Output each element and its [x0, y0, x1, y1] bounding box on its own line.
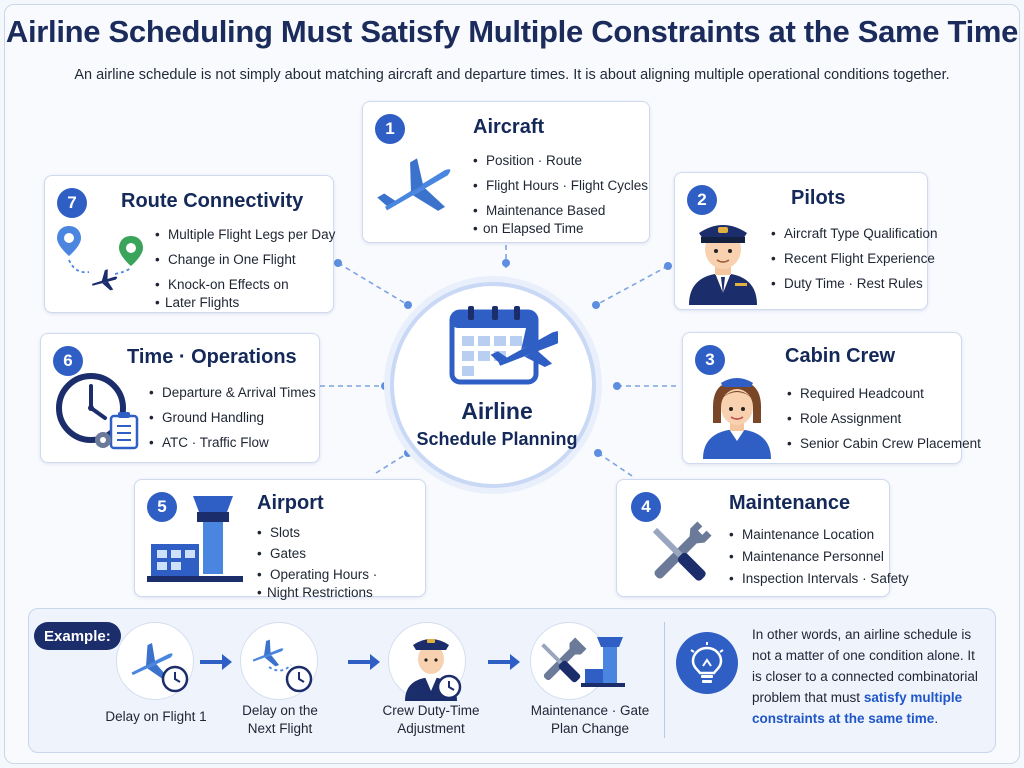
divider: [664, 622, 665, 738]
list-item: Senior Cabin Crew Placement: [787, 435, 981, 453]
step-label-3: Crew Duty-Time Adjustment: [382, 703, 480, 736]
arrow-right-icon: [200, 654, 232, 670]
list-item: Flight Hours · Flight Cycles: [473, 177, 648, 195]
step-delay-next-flight: [240, 622, 318, 700]
example-panel: [28, 608, 996, 753]
step-maintenance-gate-change: [530, 622, 625, 700]
airplane-route-clock-icon: [252, 639, 313, 693]
wrench-screwdriver-icon: [652, 521, 712, 581]
card-cabin-title: Cabin Crew: [785, 345, 896, 367]
center-title-line1: Airline: [461, 398, 533, 424]
card-route-title: Route Connectivity: [121, 190, 304, 212]
list-item-continuation: Night Restrictions: [257, 584, 377, 602]
list-item: Required Headcount: [787, 385, 981, 403]
step-label-1: Delay on Flight 1: [105, 709, 207, 724]
card-airport-list: Slots Gates Operating Hours · Night Rest…: [257, 524, 377, 609]
list-item: Role Assignment: [787, 410, 981, 428]
list-item-continuation: Later Flights: [155, 294, 335, 312]
list-item: Gates: [257, 545, 377, 563]
clock-checklist-icon: [56, 373, 139, 450]
card-maintenance: 4 Maintenance Maintenance Location Maint…: [616, 479, 909, 597]
list-item: Recent Flight Experience: [771, 250, 938, 268]
badge-3: 3: [695, 345, 725, 375]
list-item: Departure & Arrival Times: [149, 384, 316, 402]
badge-6: 6: [53, 346, 83, 376]
card-cabin-list: Required Headcount Role Assignment Senio…: [787, 385, 981, 460]
list-item: Multiple Flight Legs per Day: [155, 226, 335, 244]
list-item: Maintenance Based: [473, 202, 648, 220]
step-label-2: Delay on the Next Flight: [242, 703, 318, 736]
note-highlight: satisfy multiple constraints at the same…: [752, 690, 963, 726]
card-aircraft-list: Position · Route Flight Hours · Flight C…: [473, 152, 648, 245]
list-item: Aircraft Type Qualification: [771, 225, 938, 243]
list-item: Maintenance Location: [729, 526, 909, 544]
lightbulb-icon: [690, 642, 724, 683]
list-item: Change in One Flight: [155, 251, 335, 269]
badge-4: 4: [631, 492, 661, 522]
note-text: In other words, an airline schedule is n…: [752, 627, 978, 705]
card-airport-title: Airport: [257, 492, 324, 514]
list-item: Inspection Intervals · Safety: [729, 570, 909, 588]
list-item: Position · Route: [473, 152, 648, 170]
card-time-title: Time · Operations: [127, 346, 297, 368]
list-item: Knock-on Effects on: [155, 276, 335, 294]
badge-7: 7: [57, 188, 87, 218]
cabin-crew-icon: [703, 378, 771, 459]
center-hub: Airline Schedule Planning: [390, 282, 596, 488]
airport-tower-icon: [147, 496, 243, 582]
route-map-icon: [57, 226, 143, 291]
pilot-clock-icon: [405, 639, 462, 701]
page-title: Airline Scheduling Must Satisfy Multiple…: [5, 14, 1019, 49]
card-maintenance-title: Maintenance: [729, 492, 851, 514]
tools-tower-icon: [541, 637, 625, 687]
summary-note: In other words, an airline schedule is n…: [752, 624, 988, 729]
arrow-right-icon: [488, 654, 520, 670]
card-time-list: Departure & Arrival Times Ground Handlin…: [149, 384, 316, 459]
list-item-continuation: on Elapsed Time: [473, 220, 648, 238]
step-crew-duty-adjustment: [388, 622, 466, 701]
card-cabin-crew: 3 Cabin Crew Required Headcount Role Ass…: [682, 332, 981, 464]
card-airport: 5 Airport Slots Gates Operating Hours · …: [134, 479, 426, 602]
card-route-connectivity: 7 Route Connectivity Multiple Flight Leg…: [44, 175, 335, 313]
list-item: Slots: [257, 524, 377, 542]
note-end: .: [934, 711, 939, 726]
step-label-4: Maintenance · Gate Plan Change: [530, 703, 650, 736]
arrow-right-icon: [348, 654, 380, 670]
list-item: Operating Hours ·: [257, 566, 377, 584]
page-subtitle: An airline schedule is not simply about …: [74, 67, 950, 83]
badge-2: 2: [687, 185, 717, 215]
card-pilots-list: Aircraft Type Qualification Recent Fligh…: [771, 225, 938, 300]
list-item: Ground Handling: [149, 409, 316, 427]
step-delay-flight-1: [116, 622, 194, 700]
calendar-plane-icon: [449, 306, 558, 385]
badge-5: 5: [147, 492, 177, 522]
list-item: Maintenance Personnel: [729, 548, 909, 566]
card-pilots-title: Pilots: [791, 187, 846, 209]
card-pilots: 2 Pilots Aircraft Type Qualification Rec…: [674, 172, 938, 310]
card-time-operations: 6 Time · Operations Departure & Arrival …: [40, 333, 320, 463]
card-maintenance-list: Maintenance Location Maintenance Personn…: [729, 526, 909, 595]
pilot-icon: [689, 225, 757, 305]
list-item: ATC · Traffic Flow: [149, 434, 316, 452]
example-label: Example:: [34, 622, 121, 650]
airplane-clock-icon: [131, 643, 189, 693]
list-item: Duty Time · Rest Rules: [771, 275, 938, 293]
card-route-list: Multiple Flight Legs per Day Change in O…: [155, 226, 335, 319]
lightbulb-badge: [676, 632, 738, 694]
airplane-icon: [377, 158, 451, 211]
center-title-line2: Schedule Planning: [416, 429, 578, 449]
card-aircraft-title: Aircraft: [473, 116, 545, 138]
card-aircraft: 1 Aircraft Position · Route Flight Hours…: [362, 101, 650, 243]
badge-1: 1: [375, 114, 405, 144]
